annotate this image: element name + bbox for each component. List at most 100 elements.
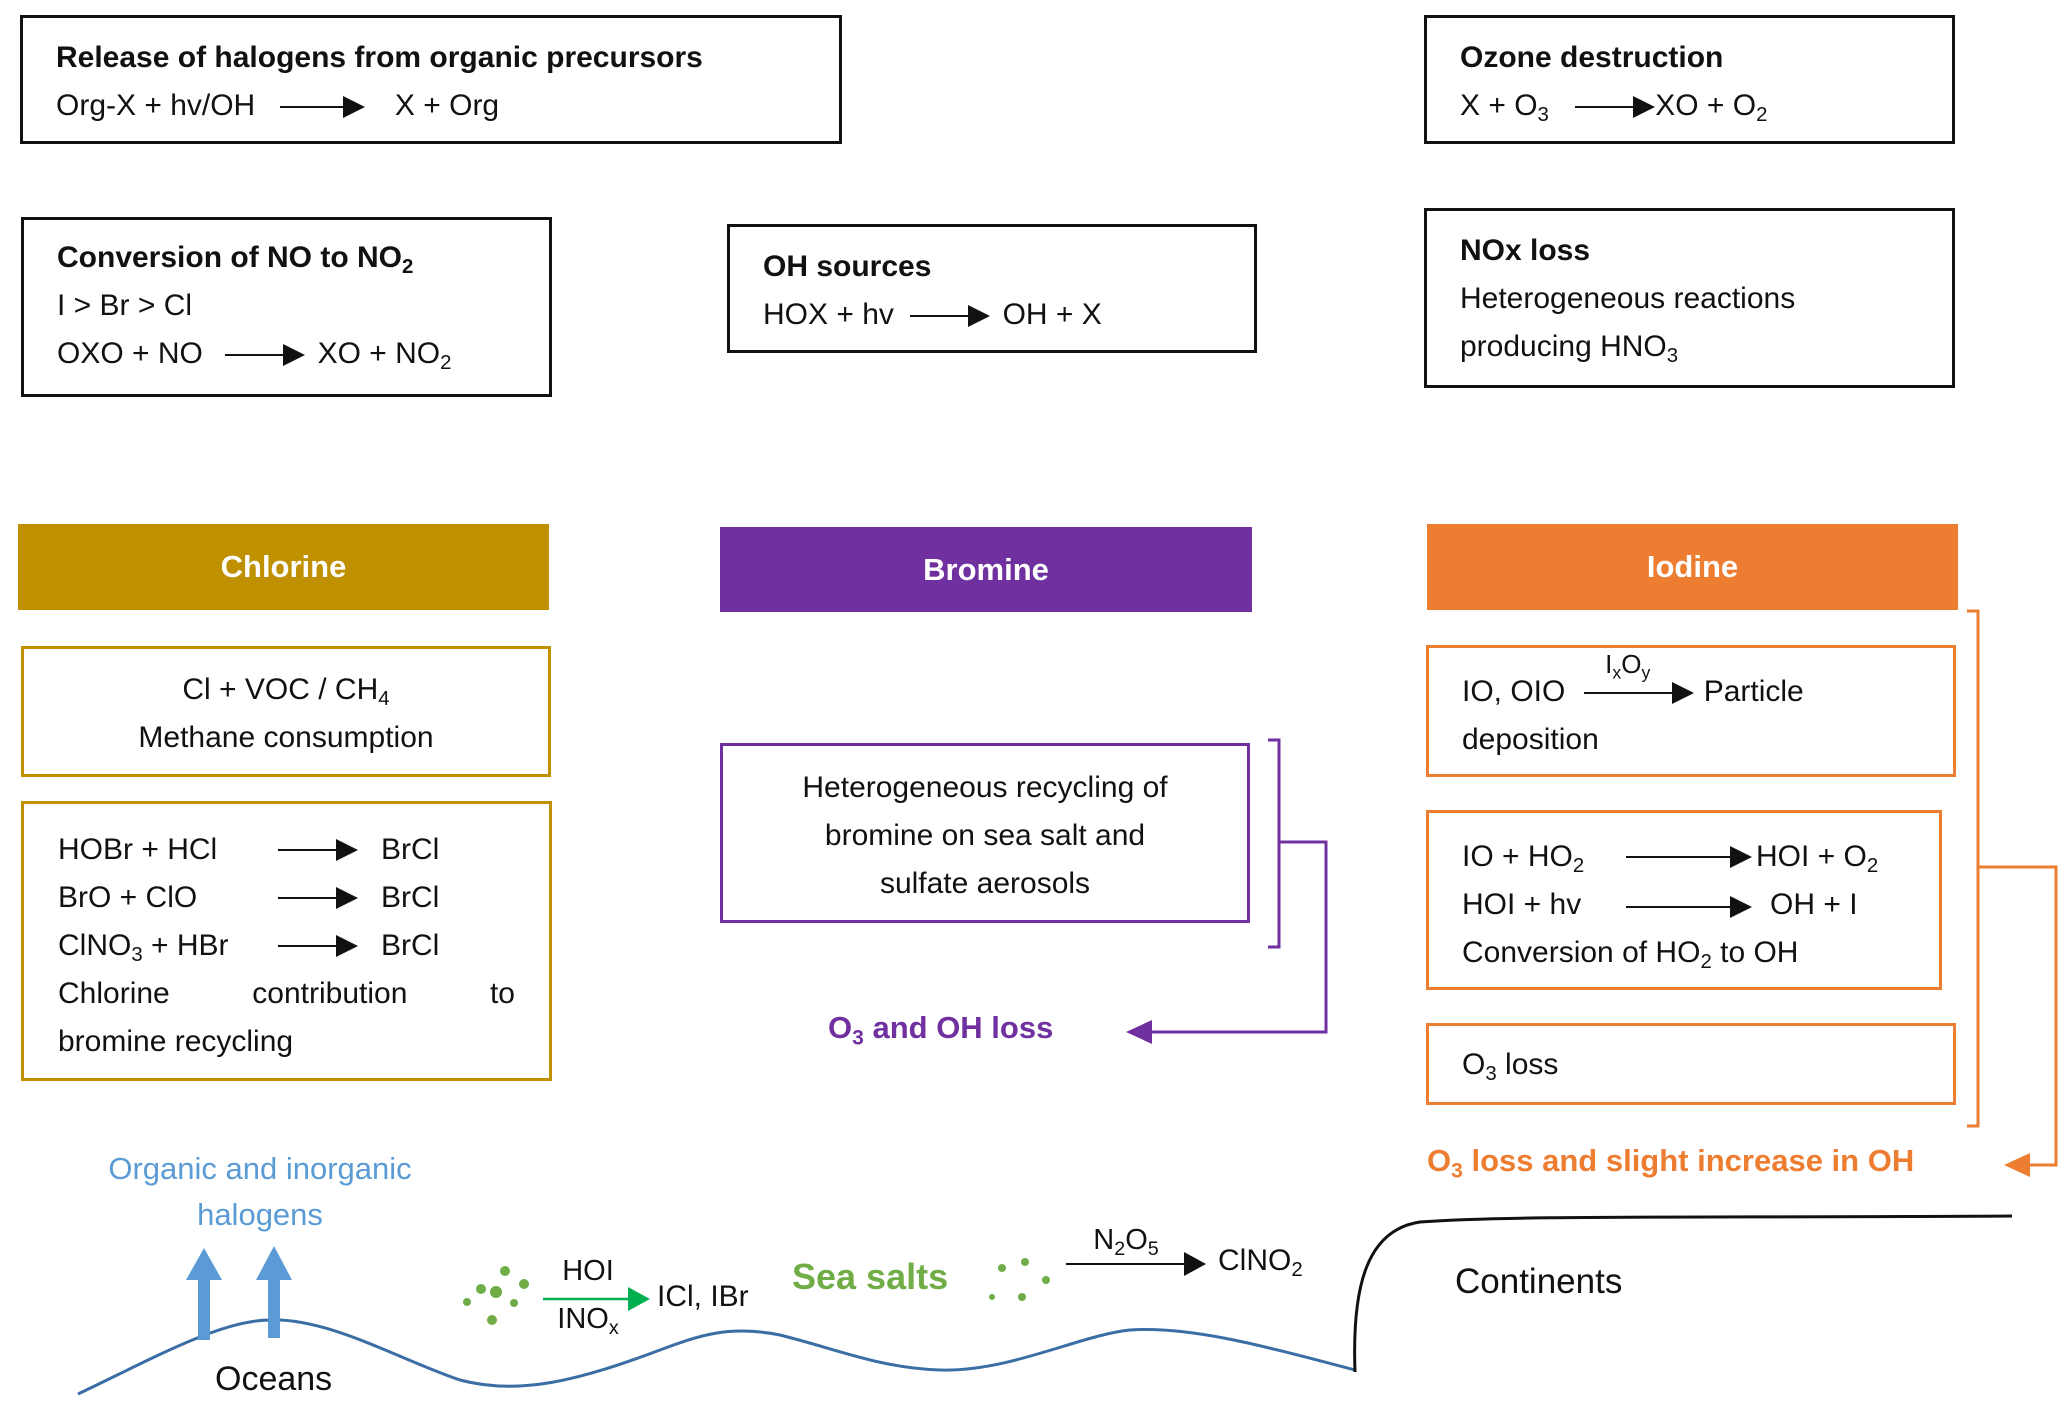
ozone-reactant: X + O — [1460, 89, 1538, 122]
ixoy-i: I — [1605, 649, 1613, 680]
release-reaction: Org-X + hv/OH X + Org — [56, 82, 839, 130]
iodine-o3-text: O — [1462, 1048, 1486, 1081]
chlorine-voc-text: Cl + VOC / CH — [182, 673, 379, 706]
icl-ibr-label: ICl, IBr — [657, 1280, 749, 1313]
chlorine-reaction-row: HOBr + HCl BrCl — [58, 826, 515, 874]
iodine-ho2-reactant-sub: 2 — [1572, 855, 1585, 878]
reaction-arrow-icon — [1626, 845, 1752, 869]
sea-salts-label: Sea salts — [792, 1256, 949, 1297]
clno2-label: ClNO2 — [1218, 1244, 1303, 1280]
iodine-header: Iodine — [1427, 524, 1958, 610]
reaction-arrow-icon — [1575, 95, 1656, 119]
halogen-order: I > Br > Cl — [57, 289, 193, 322]
no-conversion-title: Conversion of NO to NO2 — [57, 234, 549, 282]
reaction-arrow-icon — [278, 934, 358, 958]
oh-sources-title: OH sources — [763, 250, 932, 283]
reaction-arrow-icon — [278, 886, 358, 910]
chlorine-reaction-row: ClNO3 + HBr BrCl — [58, 922, 515, 970]
halogens-label-line1: Organic and inorganic — [108, 1151, 412, 1186]
oh-sources-reaction: HOX + hv OH + X — [763, 291, 1254, 339]
chlorine-header: Chlorine — [18, 524, 549, 610]
n2o5-n: N — [1093, 1224, 1115, 1256]
no-conversion-product-sub: 2 — [440, 352, 452, 375]
sea-salt-particles-icon — [463, 1266, 529, 1325]
iodine-o3-sub: 3 — [1485, 1063, 1497, 1086]
ozone-product: XO + O — [1655, 89, 1757, 122]
chlorine-reaction-reactant: BrO + ClO — [58, 881, 198, 914]
iodine-o3-loss-text: O3 loss — [1462, 1041, 1953, 1089]
release-product: X + Org — [394, 89, 500, 122]
continents-label: Continents — [1455, 1262, 1623, 1301]
iodine-particle-line2: deposition — [1462, 723, 1599, 756]
iodine-o3-text-post: loss — [1496, 1048, 1559, 1081]
chlorine-note-word: contribution — [252, 977, 408, 1010]
ocean-wave-line — [77, 1318, 1356, 1396]
chlorine-reaction-reactant: ClNO — [58, 929, 132, 962]
oh-sources-product: OH + X — [1002, 298, 1102, 331]
no-conversion-title-text: Conversion of NO to NO — [57, 241, 402, 274]
release-halogens-box: Release of halogens from organic precurs… — [20, 15, 842, 144]
iodine-conversion-text: Conversion of HO — [1462, 936, 1701, 969]
oh-sources-reactant: HOX + hv — [763, 298, 894, 331]
no-conversion-reactant: OXO + NO — [57, 337, 203, 370]
halogen-emission-arrow-icon — [186, 1248, 222, 1340]
iodine-oh-box: IO + HO2 HOI + O2 HOI + hv OH + I Conver… — [1426, 810, 1942, 990]
no-conversion-reaction: OXO + NO XO + NO2 — [57, 330, 549, 378]
iodine-hoi-product: OH + I — [1770, 888, 1858, 921]
chlorine-reaction-row: BrO + ClO BrCl — [58, 874, 515, 922]
iodine-particle-box: IO, OIO IxOy Particle deposition — [1426, 645, 1956, 777]
release-halogens-title: Release of halogens from organic precurs… — [56, 41, 703, 74]
bromine-outcome-text: O — [828, 1010, 853, 1045]
chlorine-note-word: Chlorine — [58, 977, 170, 1010]
clno2-text: ClNO — [1218, 1244, 1292, 1277]
reaction-arrow-icon: IxOy — [1583, 651, 1694, 705]
iodine-particle-reaction: IO, OIO IxOy Particle — [1462, 651, 1953, 716]
chlorine-note-line2: bromine recycling — [58, 1025, 294, 1058]
n2o5-o: O — [1125, 1224, 1148, 1256]
no-conversion-title-sub: 2 — [402, 256, 414, 279]
n2o5-sub1: 2 — [1114, 1237, 1126, 1260]
methane-consumption-label: Methane consumption — [138, 721, 434, 754]
iodine-bracket — [1967, 609, 1980, 1128]
chlorine-reaction-product: BrCl — [381, 929, 440, 962]
sea-salt-particles-icon — [989, 1258, 1050, 1301]
ixoy-y: y — [1641, 662, 1651, 683]
bromine-bracket — [1268, 738, 1281, 949]
reaction-arrow-icon — [910, 304, 991, 328]
continent-outline — [1353, 1214, 2013, 1373]
iodine-outcome-label: O3 loss and slight increase in OH — [1427, 1143, 1915, 1181]
iodine-outcome-text-post: loss and slight increase in OH — [1462, 1143, 1915, 1178]
bromine-outcome-text-post: and OH loss — [863, 1010, 1054, 1045]
iodine-hoi-reactant: HOI + hv — [1462, 888, 1582, 921]
ixoy-o: O — [1621, 649, 1642, 680]
bromine-arrow-head-icon — [1126, 1020, 1152, 1044]
hoi-arrow-head-icon — [628, 1287, 650, 1311]
chlorine-note-line1: Chlorine contribution to — [58, 970, 515, 1018]
n2o5-label: N2O5 — [1066, 1224, 1186, 1260]
chlorine-methane-box: Cl + VOC / CH4 Methane consumption — [21, 646, 551, 777]
ozone-destruction-title: Ozone destruction — [1460, 41, 1724, 74]
iodine-particle-product: Particle — [1703, 675, 1804, 708]
chlorine-reaction-product: BrCl — [381, 881, 440, 914]
reaction-arrow-icon — [278, 838, 358, 862]
nox-loss-line2-text: producing HNO — [1460, 330, 1667, 363]
chlorine-recycling-box: HOBr + HCl BrCl BrO + ClO BrCl ClNO3 + H… — [21, 801, 552, 1081]
nox-loss-line2: producing HNO3 — [1460, 323, 1952, 371]
iodine-conversion-note: Conversion of HO2 to OH — [1462, 929, 1939, 977]
bromine-header: Bromine — [720, 527, 1252, 612]
chlorine-reaction-reactant-sub: 3 — [131, 944, 143, 967]
hoi-arrow-bottom-label: INOx — [548, 1303, 628, 1338]
no-conversion-product: XO + NO — [317, 337, 441, 370]
bromine-box-line1: Heterogeneous recycling of — [802, 771, 1168, 804]
ozone-reaction: X + O3 XO + O2 — [1460, 82, 1952, 130]
iodine-ho2-reaction: IO + HO2 HOI + O2 — [1462, 833, 1939, 881]
hoi-arrow-top-label: HOI — [562, 1255, 614, 1287]
iodine-ho2-product: HOI + O — [1756, 840, 1867, 873]
iodine-hoi-reaction: HOI + hv OH + I — [1462, 881, 1939, 929]
iodine-o3-loss-box: O3 loss — [1426, 1023, 1956, 1105]
chlorine-voc-reaction: Cl + VOC / CH4 — [24, 666, 548, 714]
halogens-emission-label: Organic and inorganic halogens — [60, 1146, 460, 1238]
bromine-outcome-label: O3 and OH loss — [828, 1010, 1054, 1048]
nox-loss-title: NOx loss — [1460, 234, 1591, 267]
